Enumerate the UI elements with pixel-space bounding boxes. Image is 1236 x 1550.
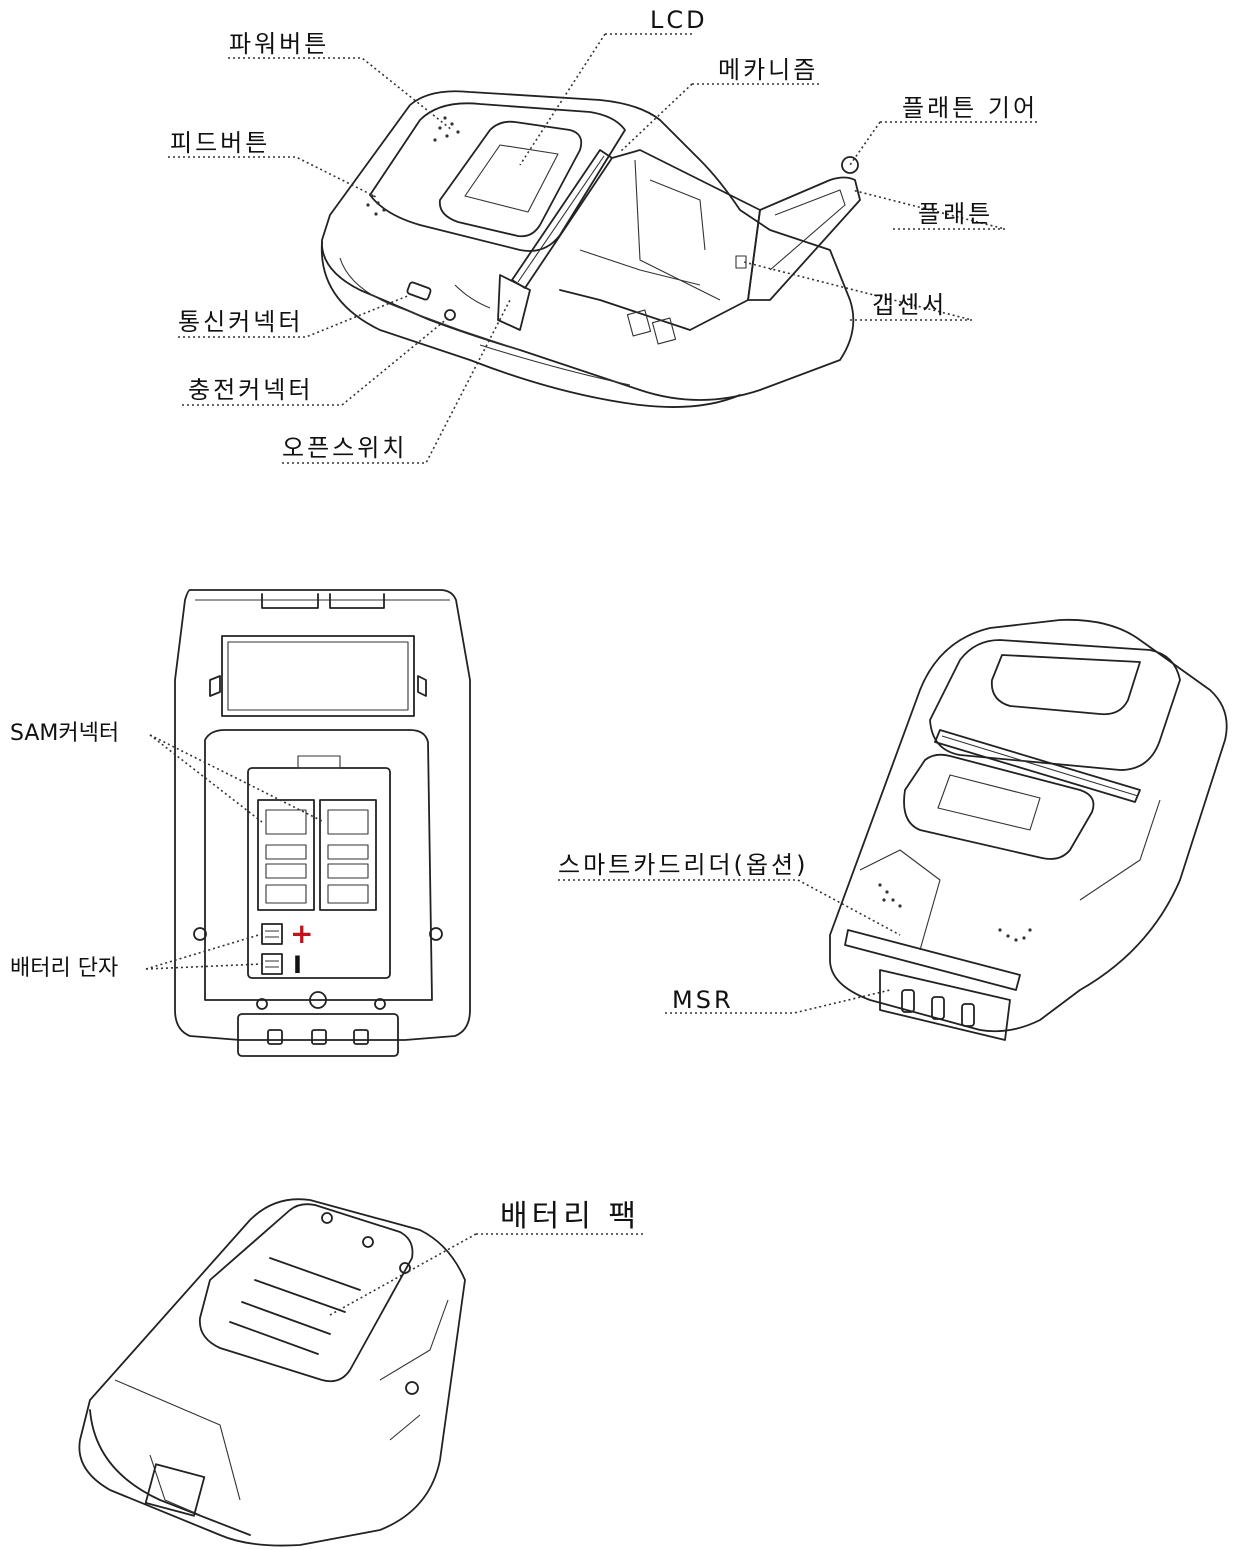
- label-sam-connector: SAM커넥터: [10, 721, 120, 746]
- battery-plus-mark: +: [290, 917, 314, 950]
- label-platen: 플래튼: [918, 200, 994, 228]
- battery-minus-mark: I: [293, 951, 302, 979]
- bottom-view-drawing: [174, 589, 471, 1057]
- label-smartcard-reader: 스마트카드리더(옵션): [558, 851, 809, 879]
- label-open-switch: 오픈스위치: [282, 434, 408, 462]
- label-platen-gear: 플래튼 기어: [902, 94, 1039, 122]
- sam-socket-right: [319, 799, 377, 911]
- closed-printer-drawing: [829, 618, 1228, 1041]
- label-mechanism: 메카니즘: [718, 56, 819, 84]
- label-msr: MSR: [672, 986, 734, 1014]
- label-feed-button: 피드버튼: [170, 129, 271, 157]
- label-gap-sensor: 갭센서: [872, 291, 948, 319]
- leader-lines: [145, 33, 1040, 1316]
- label-battery-terminal: 배터리 단자: [10, 956, 119, 981]
- label-charge-connector: 충전커넥터: [188, 376, 314, 404]
- label-comm-connector: 통신커넥터: [178, 308, 304, 336]
- label-battery-pack: 배터리 팩: [500, 1199, 640, 1234]
- sam-socket-left: [257, 799, 315, 911]
- label-power-button: 파워버튼: [229, 30, 330, 58]
- battery-pack-drawing: [78, 1198, 466, 1547]
- open-printer-drawing: [320, 90, 861, 408]
- label-lcd: LCD: [650, 6, 708, 34]
